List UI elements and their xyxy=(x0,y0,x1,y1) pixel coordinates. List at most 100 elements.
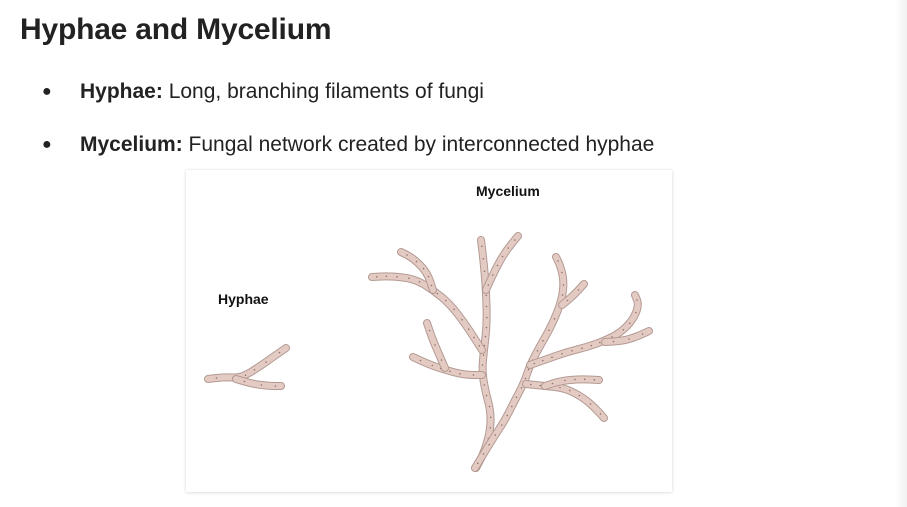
mycelium-branch xyxy=(541,375,603,390)
fungi-illustration xyxy=(204,232,653,472)
bullet-dot-icon: ● xyxy=(42,136,52,153)
filament-speckle xyxy=(553,318,556,320)
slide-edge xyxy=(895,0,907,507)
filament-speckle xyxy=(574,378,576,381)
filament-speckle xyxy=(635,311,637,314)
bullet-hyphae: ●Hyphae: Long, branching filaments of fu… xyxy=(42,80,484,104)
filament-speckle xyxy=(641,333,644,335)
bullet-term: Hyphae: xyxy=(80,80,163,103)
filament-speckle xyxy=(533,362,536,365)
filament-speckle xyxy=(489,427,492,429)
filament-speckle xyxy=(629,322,631,325)
mycelium-branch-body xyxy=(369,273,485,353)
filament-speckle xyxy=(418,281,421,283)
bullet-mycelium: ● Mycelium: Fungal network created by int… xyxy=(42,133,654,157)
filament-speckle xyxy=(278,351,281,354)
filament-speckle xyxy=(520,387,523,389)
filament-speckle xyxy=(244,374,247,377)
filament-speckle xyxy=(486,316,488,319)
bullet-dot-icon: ● xyxy=(42,83,52,100)
filament-speckle xyxy=(628,338,630,340)
filament-speckle xyxy=(578,394,581,397)
filament-speckle xyxy=(507,247,510,249)
filament-speckle xyxy=(514,239,516,241)
filament-speckle xyxy=(422,267,425,270)
filament-speckle xyxy=(481,364,484,366)
filament-speckle xyxy=(459,373,461,375)
filament-speckle xyxy=(515,396,518,399)
filament-speckle xyxy=(478,345,481,347)
filament-speckle xyxy=(599,413,602,415)
filament-speckle xyxy=(539,384,542,387)
filament-speckle xyxy=(482,453,485,455)
filament-speckle xyxy=(396,276,398,278)
filament-speckle xyxy=(501,255,504,258)
mycelium-branch xyxy=(601,327,653,346)
filament-speckle xyxy=(492,274,494,276)
filament-speckle xyxy=(488,405,491,408)
filament-speckle xyxy=(636,299,638,301)
filament-speckle xyxy=(562,284,565,286)
filament-speckle xyxy=(477,462,479,465)
filament-speckle xyxy=(485,326,488,329)
filament-speckle xyxy=(566,299,569,302)
filament-speckle xyxy=(548,329,550,332)
filament-speckle xyxy=(527,368,530,371)
filament-speckle xyxy=(524,377,527,380)
hyphae-filament-body xyxy=(205,345,289,382)
bullet-text: Fungal network created by interconnected… xyxy=(188,133,655,156)
filament-speckle xyxy=(260,384,263,386)
mycelium-branch xyxy=(471,253,568,472)
filament-speckle xyxy=(253,369,256,371)
filament-speckle xyxy=(581,347,583,350)
filament-speckle xyxy=(536,350,539,352)
filament-speckle xyxy=(419,359,422,362)
mycelium-branch-body xyxy=(483,233,521,293)
hyphae-mycelium-figure: Mycelium Hyphae xyxy=(186,170,672,492)
hyphae-filament xyxy=(204,344,290,383)
mycelium-branch xyxy=(482,232,522,294)
filament-speckle xyxy=(483,270,486,273)
mycelium-branch xyxy=(522,380,608,422)
filament-speckle xyxy=(487,284,490,286)
bullet-term: Mycelium: xyxy=(80,133,183,156)
filament-speckle xyxy=(506,414,509,417)
filament-speckle xyxy=(542,359,544,362)
filament-speckle xyxy=(472,374,475,376)
hyphae-label: Hyphae xyxy=(218,291,269,307)
filament-speckle xyxy=(408,277,410,280)
filament-speckle xyxy=(445,299,447,302)
mycelium-branch xyxy=(558,280,588,309)
filament-speckle xyxy=(484,335,487,338)
filament-speckle xyxy=(243,380,246,383)
filament-speckle xyxy=(577,289,580,291)
filament-speckle xyxy=(453,308,455,311)
filament-speckle xyxy=(530,383,532,386)
filament-speckle xyxy=(569,389,571,392)
filament-speckle xyxy=(436,292,439,295)
mycelium-branch-body xyxy=(398,249,436,293)
filament-speckle xyxy=(590,344,593,347)
filament-speckle xyxy=(274,385,277,387)
filament-speckle xyxy=(612,340,615,343)
slide-title: Hyphae and Mycelium xyxy=(20,13,332,46)
filament-speckle xyxy=(584,378,586,381)
filament-speckle xyxy=(488,443,491,446)
filament-speckle xyxy=(430,284,433,287)
filament-speckle xyxy=(542,340,544,342)
filament-speckle xyxy=(428,329,431,332)
filament-speckle xyxy=(434,344,436,346)
filament-speckle xyxy=(461,319,463,321)
filament-speckle xyxy=(376,276,378,278)
filament-speckle xyxy=(557,260,559,262)
filament-speckle xyxy=(265,361,267,363)
mycelium-branch xyxy=(423,319,449,372)
mycelium-branch xyxy=(397,248,437,294)
filament-speckle xyxy=(551,356,553,359)
filament-speckle xyxy=(599,341,601,344)
filament-speckle xyxy=(483,384,486,386)
mycelium-branch-body xyxy=(472,254,567,471)
filament-speckle xyxy=(482,354,485,356)
mycelium-label: Mycelium xyxy=(476,183,540,199)
